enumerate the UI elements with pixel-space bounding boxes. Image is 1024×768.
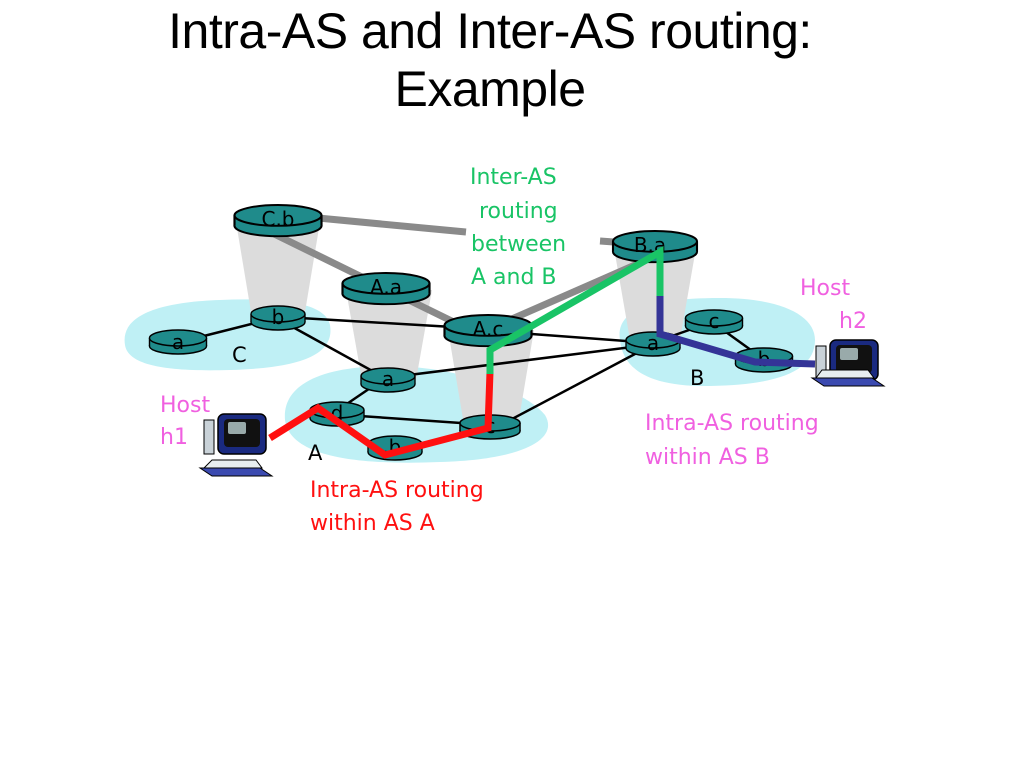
- link-alc-ba: [494, 343, 653, 430]
- intra-as-b-path: [656, 296, 816, 368]
- router-ac-label: A.c: [473, 317, 504, 341]
- link-aa-ba: [384, 344, 641, 380]
- link-cb-ba-stub: [599, 237, 615, 246]
- page-title: Intra-AS and Inter-AS routing: Example: [0, 2, 980, 118]
- cylinder-aa: [346, 290, 432, 380]
- inter-as-line-2: routing: [472, 199, 558, 224]
- intra-a-line-2: within AS A: [310, 511, 435, 536]
- router-a-a-label: a: [382, 367, 394, 391]
- intra-as-a-annotation: Intra-AS routing within AS A: [310, 478, 484, 536]
- host-h2-label-line1: Host: [800, 276, 850, 301]
- gateway-cylinders: [236, 222, 696, 425]
- inter-as-path: [486, 245, 664, 374]
- intra-b-line-1: Intra-AS routing: [645, 411, 819, 436]
- title-line-2: Example: [394, 61, 586, 117]
- inter-as-annotation: Inter-AS routing between A and B: [464, 165, 566, 290]
- title-line-1: Intra-AS and Inter-AS routing:: [168, 3, 812, 59]
- link-cb-ba: [317, 214, 467, 236]
- router-c-b-label: b: [272, 305, 285, 329]
- intra-a-line-1: Intra-AS routing: [310, 478, 484, 503]
- link-cb-ac: [299, 316, 471, 330]
- router-b-a-label: a: [647, 331, 659, 355]
- link-cb-aa: [279, 318, 386, 380]
- host-h1-label-line2: h1: [160, 425, 188, 450]
- routing-paths: [268, 245, 816, 459]
- intra-as-a-path: [268, 371, 494, 459]
- intra-as-b-annotation: Intra-AS routing within AS B: [645, 411, 819, 470]
- router-b-c-label: c: [709, 309, 720, 333]
- inter-as-line-3: between: [464, 232, 566, 257]
- as-c-label: C: [232, 343, 247, 367]
- router-cb-label: C.b: [261, 207, 294, 231]
- host-h2-computer-icon[interactable]: [810, 339, 886, 387]
- router-aa-label: A.a: [370, 275, 402, 299]
- host-h2-label-line2: h2: [839, 309, 867, 334]
- host-h1-computer-icon[interactable]: [198, 413, 274, 477]
- intra-b-line-2: within AS B: [645, 445, 770, 470]
- cylinder-ba: [614, 248, 696, 340]
- host-h1-label-line1: Host: [160, 393, 210, 418]
- router-c-a-label: a: [172, 330, 184, 354]
- as-b-label: B: [690, 366, 704, 390]
- inter-as-line-1: Inter-AS: [470, 165, 557, 190]
- inter-as-line-4: A and B: [471, 265, 557, 290]
- as-a-label: A: [308, 441, 323, 465]
